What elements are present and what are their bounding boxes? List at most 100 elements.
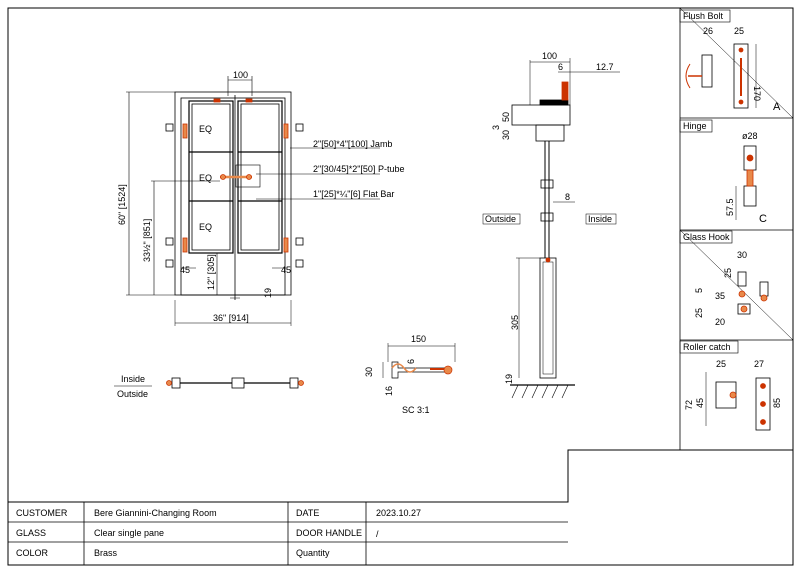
roller-catch-dim-4: 45 [695,398,705,408]
title-block [8,502,568,565]
hinge-icon [283,237,289,253]
dim-19: 19 [263,288,273,298]
date-value: 2023.10.27 [376,508,421,518]
flush-bolt-plate [733,43,749,109]
callout-jamb: 2"[50]*4"[100] Jamb [313,139,392,149]
hinge-dim-1: ø28 [742,131,758,141]
flush-bolt-icon [245,98,253,103]
roller-catch-plate [755,377,771,431]
glass-hook-dim-5: 25 [694,308,704,318]
panel-title-box [679,119,713,133]
dim-top-gap: 100 [233,70,248,80]
roller-catch-dim-5: 85 [772,398,782,408]
wall-anchor-icon [165,237,174,246]
handle-dim-6: 6 [406,359,416,364]
hinge-pin-icon [746,154,754,162]
section-bottom-panel [539,257,557,379]
mid-height-label: 33½" [851] [142,219,152,262]
date-label: DATE [296,508,319,518]
glass-hook-dim-4: 35 [715,291,725,301]
wall-anchor-icon [165,123,174,132]
flush-bolt-lever-icon [685,63,691,89]
panel-title-box [679,230,733,244]
glass-hook-dim-1: 30 [737,250,747,260]
flush-bolt-icon [561,81,569,101]
roller-catch-dim-3: 72 [684,400,694,410]
customer-value: Bere Giannini-Changing Room [94,508,217,518]
width-label: 36" [914] [213,313,249,323]
section-dim-12-7: 12.7 [596,62,614,72]
dim-45-left: 45 [180,265,190,275]
door-handle-value: / [376,529,379,539]
roller-catch-dim-1: 25 [716,359,726,369]
wall-anchor-icon [295,259,304,268]
flush-bolt-body [701,54,713,88]
flush-bolt-dim-1: 26 [703,26,713,36]
flush-bolt-dim-2: 25 [734,26,744,36]
handle-detail [382,343,456,379]
glass-label: GLASS [16,528,46,538]
plan-outside-label: Outside [117,389,148,399]
glass-hook-title: Glass Hook [683,232,730,242]
glass-hook-screw-icon [738,290,746,298]
hinge-icon [166,380,172,386]
customer-label: CUSTOMER [16,508,68,518]
section-top-rail [535,124,565,142]
hinge-title: Hinge [683,121,707,131]
section-dim-19: 19 [504,374,514,384]
roller-icon [729,391,737,399]
height-label: 60" [1524] [117,184,127,225]
hinge-icon [182,237,188,253]
glass-hook-body [737,271,747,287]
glass-hook-screw-icon [740,305,748,313]
door-section [482,58,620,399]
handle-scale: SC 3:1 [402,405,430,415]
section-dim-30: 30 [501,130,511,140]
hinge-barrel [743,185,757,207]
flush-bolt-icon [213,98,221,103]
quantity-label: Quantity [296,548,330,558]
flush-bolt-mark: A [773,101,781,113]
hinge-mark: C [759,213,767,225]
handle-dim-30: 30 [364,367,374,377]
roller-catch-dim-2: 27 [754,359,764,369]
sheet-border [7,7,794,566]
glass-hook-dim-6: 20 [715,317,725,327]
section-dim-100: 100 [542,51,557,61]
handle-knob-icon [246,174,252,180]
color-label: COLOR [16,548,49,558]
panel-title-box [679,9,731,23]
section-head-jamb [511,104,571,126]
section-inside-label: Inside [588,214,612,224]
inner-jamb-frame [180,97,286,296]
section-dim-305: 305 [510,315,520,330]
flush-bolt-dim-3: 170 [752,86,762,101]
section-muntin [540,212,554,222]
wall-anchor-icon [165,259,174,268]
section-dim-6: 6 [558,62,563,72]
wall-anchor-icon [295,123,304,132]
handle-dim-150: 150 [411,334,426,344]
door-elevation [126,76,380,326]
handle-knob-icon [220,174,226,180]
handle-dim-16: 16 [384,386,394,396]
panel-title-box [679,340,739,354]
low-height-label: 12" [305] [206,254,216,290]
handle-knob-icon [443,365,453,375]
glass-hook-screw-icon [760,294,768,302]
section-outside-label: Outside [485,214,516,224]
section-dim-50: 50 [501,112,511,122]
hinge-icon [298,380,304,386]
glass-hook-body [759,281,769,297]
hinge-icon [283,123,289,139]
titleblock-outline [8,449,793,503]
section-dim-3: 3 [491,125,501,130]
roller-catch-title: Roller catch [683,342,731,352]
callout-flatbar: 1"[25]*¼"[6] Flat Bar [313,189,394,199]
plan-inside-label: Inside [121,374,145,384]
hinge-icon [182,123,188,139]
wall-anchor-icon [295,237,304,246]
glass-hook-dim-3: 5 [694,288,704,293]
section-dim-8: 8 [565,192,570,202]
